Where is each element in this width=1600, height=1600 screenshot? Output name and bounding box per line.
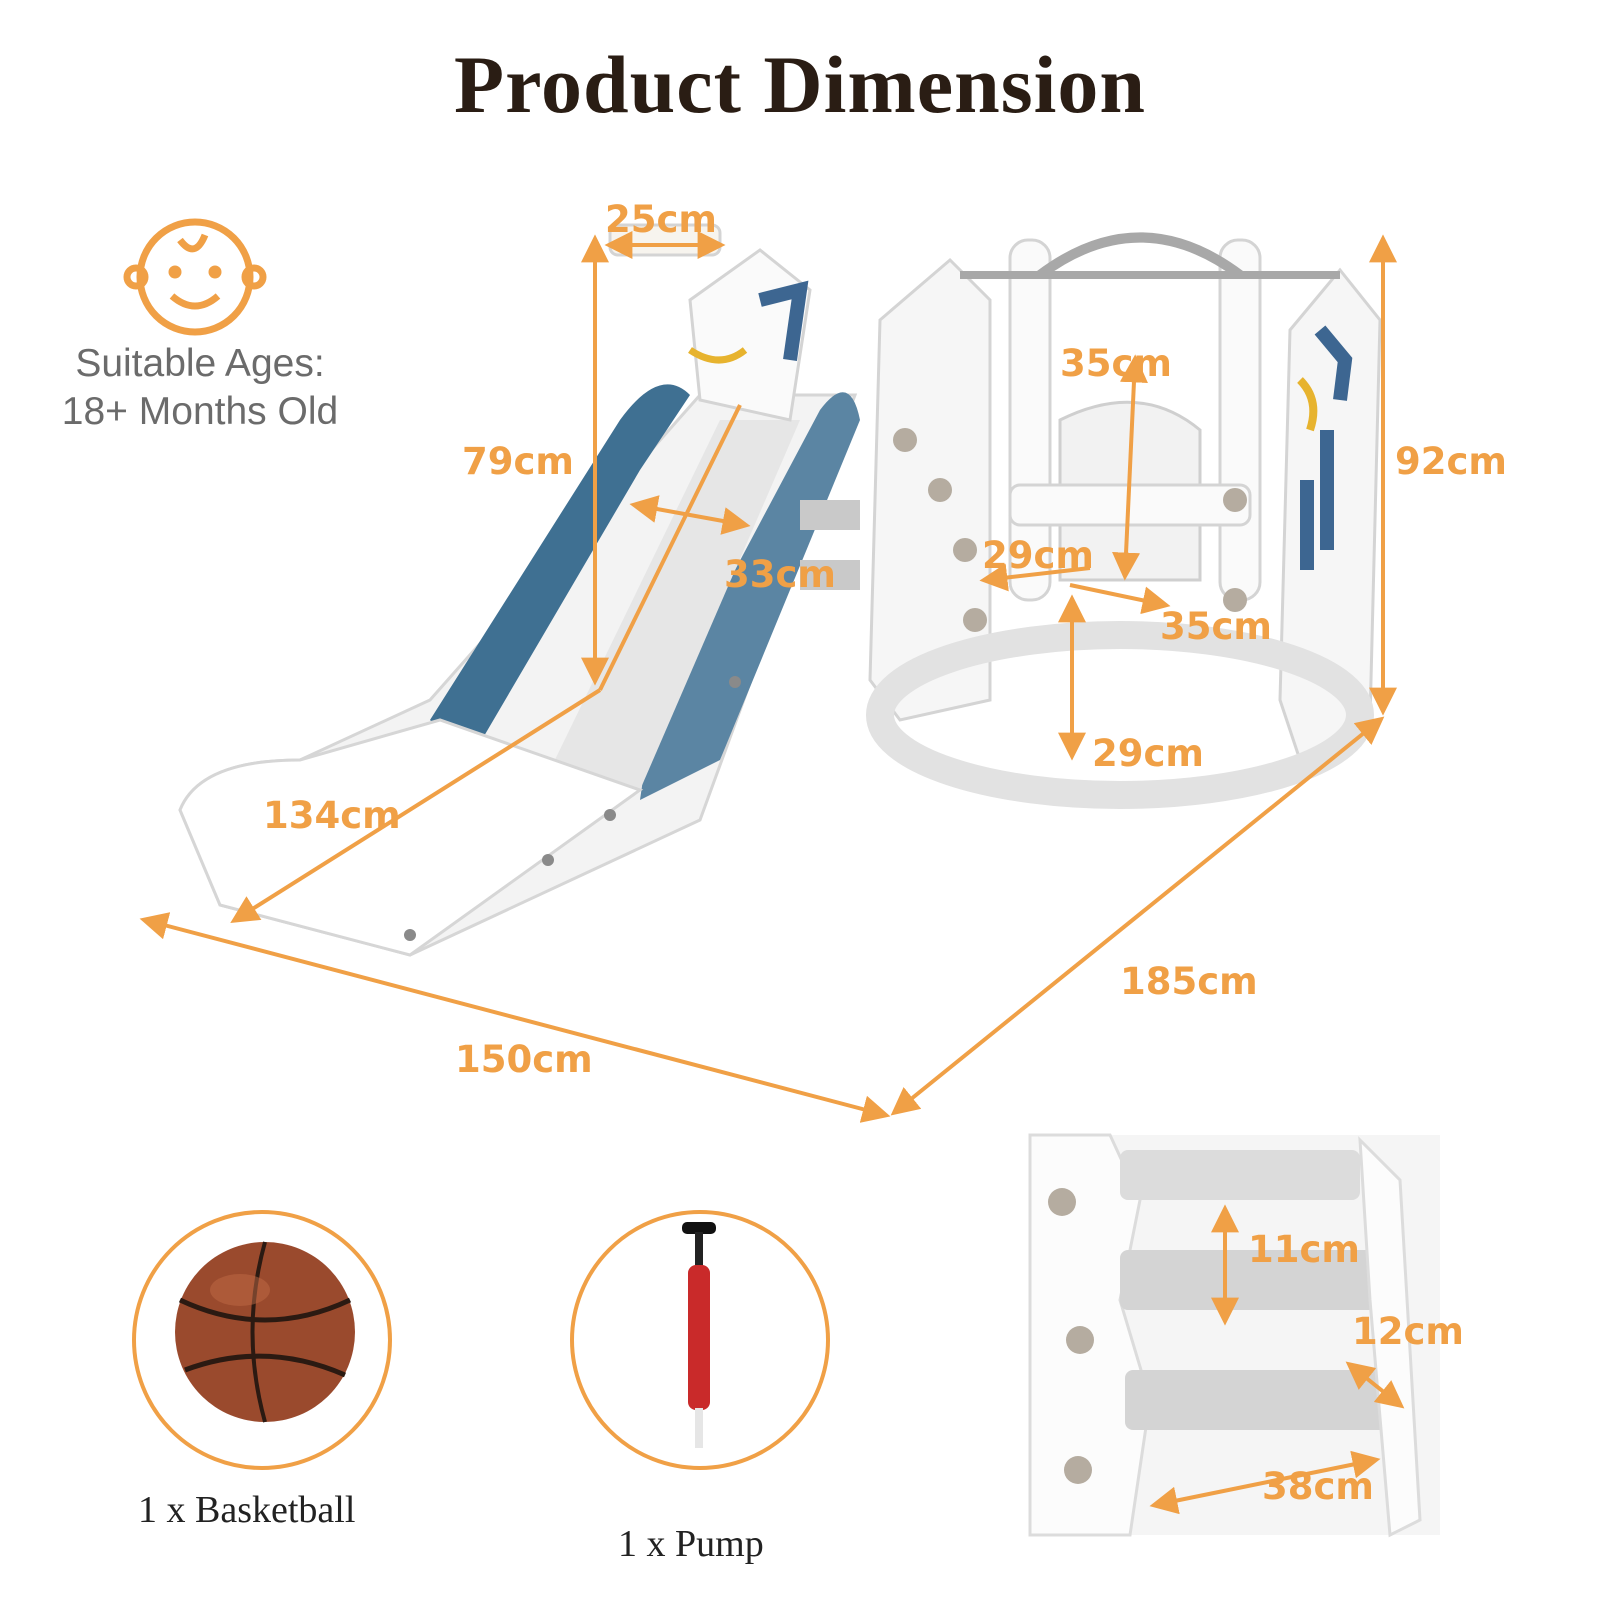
swing-frame	[866, 232, 1382, 809]
pump-caption: 1 x Pump	[618, 1523, 764, 1565]
ladder-inset	[1028, 1133, 1440, 1538]
ages-line-2: 18+ Months Old	[61, 390, 339, 433]
step-depth-label: 12cm	[1352, 1310, 1464, 1353]
swing-back-height-label: 35cm	[1060, 342, 1172, 385]
slide-width-label: 33cm	[724, 553, 836, 596]
baby-face-icon	[123, 218, 267, 336]
total-height-label: 92cm	[1395, 440, 1507, 483]
basketball-icon	[175, 1241, 355, 1423]
total-length-label: 150cm	[455, 1038, 593, 1081]
pump-frame	[570, 1210, 830, 1470]
page-title: Product Dimension	[453, 39, 1147, 130]
slide-length-label: 134cm	[263, 794, 401, 837]
total-width-label: 185cm	[1120, 960, 1258, 1003]
basketball-caption: 1 x Basketball	[138, 1489, 356, 1531]
dimension-lines	[139, 231, 1397, 1123]
swing-seat-depth-label: 35cm	[1160, 605, 1272, 648]
suitable-ages: Suitable Ages: 18+ Months Old	[20, 340, 380, 436]
slide-height-label: 79cm	[462, 440, 574, 483]
seat-ground-height-label: 29cm	[1092, 732, 1204, 775]
step-width-label: 38cm	[1262, 1465, 1374, 1508]
pump-icon	[682, 1222, 716, 1448]
swing-seat-width-label: 29cm	[982, 534, 1094, 577]
basketball-frame	[132, 1210, 392, 1470]
step-height-label: 11cm	[1248, 1228, 1360, 1271]
ages-line-1: Suitable Ages:	[75, 342, 325, 385]
rail-width-label: 25cm	[605, 198, 717, 241]
